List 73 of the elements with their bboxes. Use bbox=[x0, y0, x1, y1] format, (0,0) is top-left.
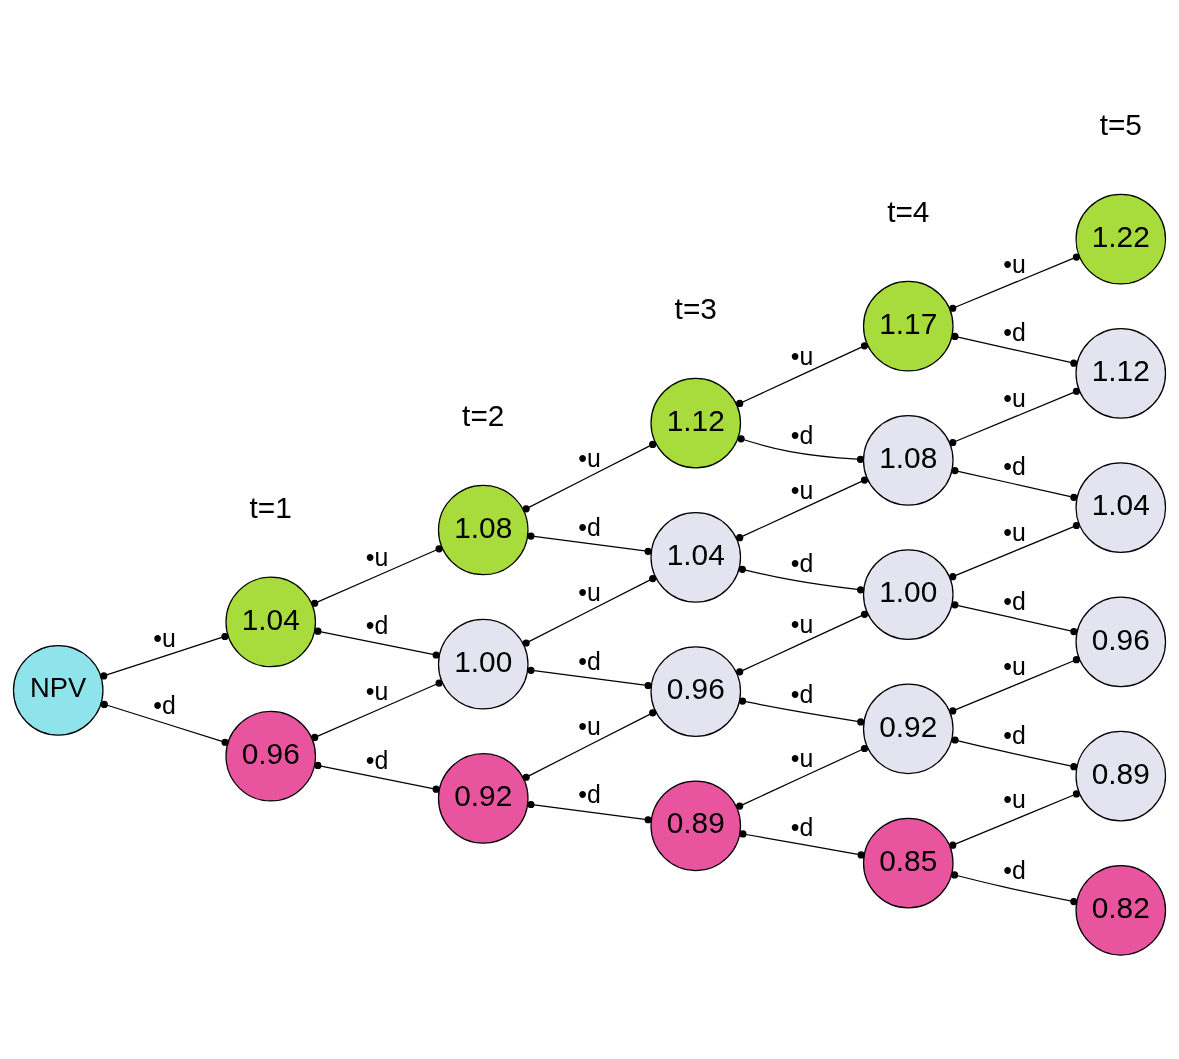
edge-label: •u bbox=[153, 624, 176, 652]
connector bbox=[311, 544, 443, 607]
connector bbox=[950, 870, 1078, 905]
edge-label: •u bbox=[1003, 250, 1026, 278]
connector bbox=[314, 761, 440, 793]
connector bbox=[736, 744, 869, 810]
connector bbox=[951, 735, 1078, 770]
label: t=5 bbox=[1099, 107, 1142, 141]
label: t=1 bbox=[249, 490, 292, 524]
edge-label: •u bbox=[578, 444, 601, 472]
connector bbox=[736, 475, 869, 541]
edge-label: •d bbox=[790, 421, 814, 449]
label: t=4 bbox=[887, 194, 930, 228]
connector bbox=[949, 789, 1080, 849]
node-circle: 0.85 bbox=[862, 817, 954, 908]
edge-label: •u bbox=[365, 543, 389, 571]
connector bbox=[522, 440, 657, 512]
edge-label: •d bbox=[153, 691, 176, 719]
connector bbox=[100, 632, 229, 679]
connector bbox=[739, 829, 865, 859]
edge-label: •d bbox=[578, 647, 601, 675]
connector bbox=[738, 696, 865, 725]
edge-label: •u bbox=[790, 476, 814, 504]
connector bbox=[100, 700, 229, 746]
connector bbox=[949, 252, 1080, 312]
connector bbox=[951, 600, 1078, 635]
node-circle: 1.12 bbox=[1075, 327, 1167, 419]
connector bbox=[951, 332, 1078, 367]
connector bbox=[522, 708, 657, 781]
edge-label: •u bbox=[1003, 518, 1026, 546]
connector bbox=[949, 521, 1080, 580]
node-circle: 1.22 bbox=[1075, 193, 1167, 285]
edge-label: •u bbox=[578, 578, 601, 606]
edge-label: •d bbox=[1003, 721, 1026, 749]
edge-label: •u bbox=[1003, 384, 1026, 412]
edge-label: •u bbox=[1003, 785, 1026, 813]
node-circle: 0.89 bbox=[1075, 730, 1167, 821]
edge-label: •d bbox=[790, 680, 814, 708]
edge-label: •u bbox=[1003, 652, 1026, 680]
edge-label: •d bbox=[1003, 318, 1026, 346]
edge-label: •d bbox=[365, 746, 389, 774]
connector bbox=[527, 800, 652, 823]
label: t=3 bbox=[674, 291, 717, 325]
connector bbox=[737, 434, 865, 463]
node-circle: 1.04 bbox=[1075, 461, 1167, 553]
edge-label: •u bbox=[790, 342, 814, 370]
edge-label: •u bbox=[365, 677, 389, 705]
edge-label: •d bbox=[790, 813, 814, 841]
node-circle: NPV bbox=[12, 644, 104, 736]
edge-label: •u bbox=[790, 744, 814, 772]
node-circle: 0.96 bbox=[1075, 596, 1167, 687]
node-circle: 0.82 bbox=[1075, 864, 1167, 956]
label: t=2 bbox=[462, 398, 505, 432]
connector bbox=[736, 341, 869, 407]
edge-label: •d bbox=[365, 611, 389, 639]
connector bbox=[311, 678, 443, 741]
connector bbox=[949, 655, 1080, 715]
connector bbox=[736, 610, 869, 675]
connector bbox=[951, 466, 1078, 501]
connector bbox=[738, 565, 865, 593]
connector bbox=[949, 387, 1080, 446]
edge-label: •d bbox=[1003, 856, 1026, 884]
connector bbox=[527, 531, 652, 555]
edge-label: •d bbox=[1003, 587, 1026, 615]
edge-label: •d bbox=[1003, 452, 1026, 480]
edge-label: •u bbox=[578, 712, 601, 740]
edge-label: •u bbox=[790, 610, 814, 638]
connector bbox=[522, 574, 657, 647]
connector bbox=[527, 666, 652, 689]
edge-label: •d bbox=[790, 549, 814, 577]
edge-label: •d bbox=[578, 780, 601, 808]
edge-label: •d bbox=[578, 513, 601, 541]
connector bbox=[314, 627, 440, 659]
